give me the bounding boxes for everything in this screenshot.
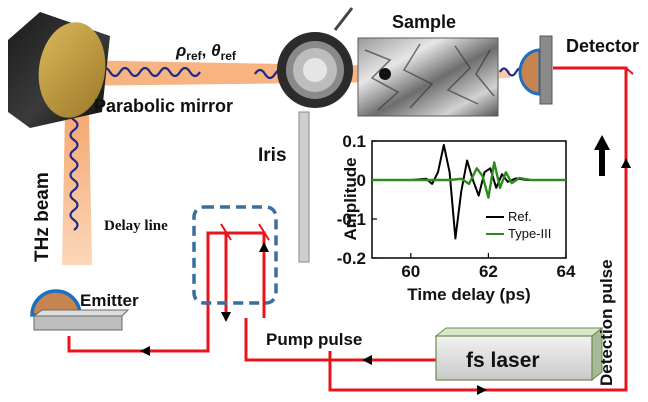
y-tick-label: -0.2 <box>337 249 366 268</box>
reference-params-label: ρref, θref <box>175 41 237 63</box>
legend-label-type-iii: Type-III <box>508 226 551 241</box>
chart-legend: Ref. Type-III <box>486 209 551 241</box>
iris <box>277 7 354 263</box>
upward-arrow <box>594 135 610 176</box>
chart-lines <box>372 143 566 240</box>
chart-background <box>371 140 567 259</box>
chart-y-axis-label: Amplitude <box>341 157 360 240</box>
fs-laser-label: fs laser <box>466 349 540 372</box>
chart-x-axis-label: Time delay (ps) <box>407 285 530 304</box>
y-tick-label: -0.1 <box>337 210 366 229</box>
amplitude-chart: 60 62 64 0.1 0 -0.1 -0.2 Ref. Type-III Time de… <box>337 132 576 304</box>
y-tick-label: 0 <box>357 171 366 190</box>
pump-pulse-label: Pump pulse <box>266 330 362 349</box>
x-tick-label: 64 <box>557 262 576 281</box>
detector-label: Detector <box>566 36 639 56</box>
y-tick-label: 0.1 <box>342 132 366 151</box>
detector <box>518 35 553 105</box>
fs-laser <box>434 326 604 382</box>
series-line-ref <box>372 143 566 240</box>
detection-pulse-label: Detection pulse <box>597 259 616 386</box>
emitter <box>30 289 130 331</box>
path-arrows <box>140 158 631 395</box>
chart-ticks: 60 62 64 0.1 0 -0.1 -0.2 <box>337 132 576 281</box>
sample-label: Sample <box>392 12 456 32</box>
legend-label-ref: Ref. <box>508 209 532 224</box>
iris-label: Iris <box>258 145 287 166</box>
emitter-label: Emitter <box>80 291 139 310</box>
delay-line-box <box>192 205 278 305</box>
sample-foil <box>357 37 499 117</box>
x-tick-label: 62 <box>479 262 498 281</box>
delay-line-label: Delay line <box>104 218 168 234</box>
series-line-type-iii <box>372 161 566 199</box>
x-tick-label: 60 <box>401 262 420 281</box>
parabolic-mirror-label: Parabolic mirror <box>94 96 233 116</box>
parabolic-mirror <box>8 12 110 128</box>
thz-beam-label: THz beam <box>32 172 53 262</box>
